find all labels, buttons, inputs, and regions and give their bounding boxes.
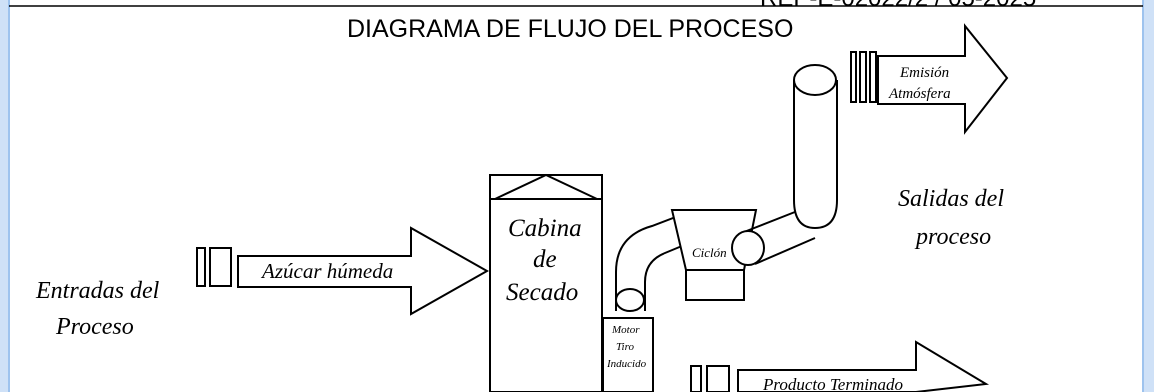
page-frame-left-border [0, 0, 9, 392]
emission-arrow [877, 23, 1009, 135]
product-arrow-label: Producto Terminado [762, 375, 903, 392]
inputs-label-line1: Entradas del [35, 278, 160, 304]
cabin-label-line2: de [533, 246, 557, 273]
motor-label-line2: Tiro [616, 341, 634, 353]
product-flow-bars [690, 365, 730, 392]
cyclone-label: Ciclón [692, 245, 727, 260]
cabin-top-band [489, 174, 603, 200]
cabin-label-line3: Secado [506, 279, 578, 306]
cyclone-outlet-duct [731, 209, 816, 266]
page-frame-right-border [1143, 0, 1154, 392]
diagram-title: DIAGRAMA DE FLUJO DEL PROCESO [347, 15, 793, 43]
drying-cabin [489, 198, 603, 392]
product-arrow [737, 340, 990, 392]
emission-label-line2: Atmósfera [888, 86, 951, 102]
outputs-label-line1: Salidas del [898, 186, 1004, 212]
exhaust-duct [615, 209, 695, 312]
reference-code: REP-E-02022/2 / 05-2025 [760, 0, 1036, 12]
input-arrow [237, 226, 490, 316]
emission-flow-bars [850, 51, 877, 103]
cabin-roof [494, 173, 598, 200]
motor-label-line3: Inducido [606, 358, 647, 370]
outputs-label-line2: proceso [914, 224, 991, 250]
emission-label-line1: Emisión [899, 65, 949, 81]
exhaust-stack [793, 64, 838, 230]
input-arrow-label: Azúcar húmeda [260, 259, 393, 283]
inputs-label-line2: Proceso [55, 314, 134, 340]
motor-label-line1: Motor [611, 324, 640, 336]
cabin-label-line1: Cabina [508, 215, 582, 242]
input-flow-bars [196, 247, 232, 287]
induced-draft-motor [602, 317, 654, 392]
